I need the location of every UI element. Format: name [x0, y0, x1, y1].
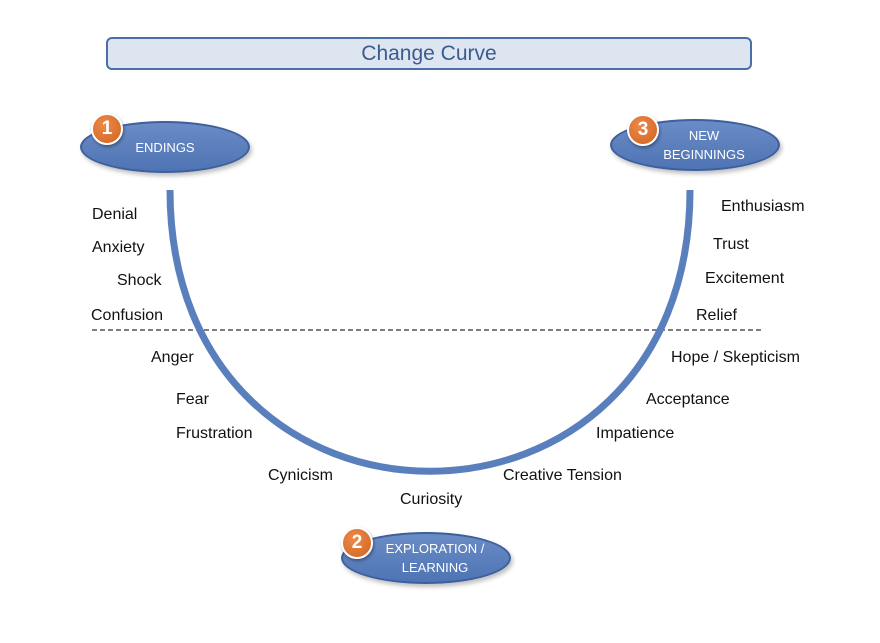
stage-1-badge: 1 — [91, 113, 123, 145]
emotion-excitement: Excitement — [705, 270, 785, 287]
change-curve-path — [166, 189, 694, 475]
emotion-denial: Denial — [92, 206, 138, 223]
stage-endings: ENDINGS — [80, 121, 250, 173]
stage-endings-label: ENDINGS — [135, 139, 195, 155]
emotion-fear: Fear — [176, 391, 209, 408]
emotion-acceptance: Acceptance — [646, 391, 730, 408]
stage-exploration-learning: EXPLORATION / LEARNING — [341, 532, 511, 584]
emotion-cynicism: Cynicism — [268, 467, 333, 484]
emotion-creative-tension: Creative Tension — [503, 467, 622, 484]
emotion-confusion: Confusion — [91, 307, 164, 324]
emotion-enthusiasm: Enthusiasm — [721, 198, 805, 215]
stage-2-badge: 2 — [341, 527, 373, 559]
emotion-hope-skepticism: Hope / Skepticism — [671, 349, 800, 366]
diagram-title: Change Curve — [106, 37, 752, 70]
emotion-relief: Relief — [696, 307, 737, 324]
emotion-trust: Trust — [713, 236, 749, 253]
emotion-frustration: Frustration — [176, 425, 253, 442]
stage-3-badge: 3 — [627, 114, 659, 146]
emotion-anger: Anger — [151, 349, 194, 366]
emotion-curiosity: Curiosity — [400, 491, 463, 508]
emotion-shock: Shock — [117, 272, 162, 289]
stage-exploration-learning-label: EXPLORATION / LEARNING — [385, 541, 485, 575]
stage-new-beginnings-label: NEW BEGINNINGS — [663, 128, 745, 162]
emotion-anxiety: Anxiety — [92, 239, 145, 256]
emotion-impatience: Impatience — [596, 425, 675, 442]
